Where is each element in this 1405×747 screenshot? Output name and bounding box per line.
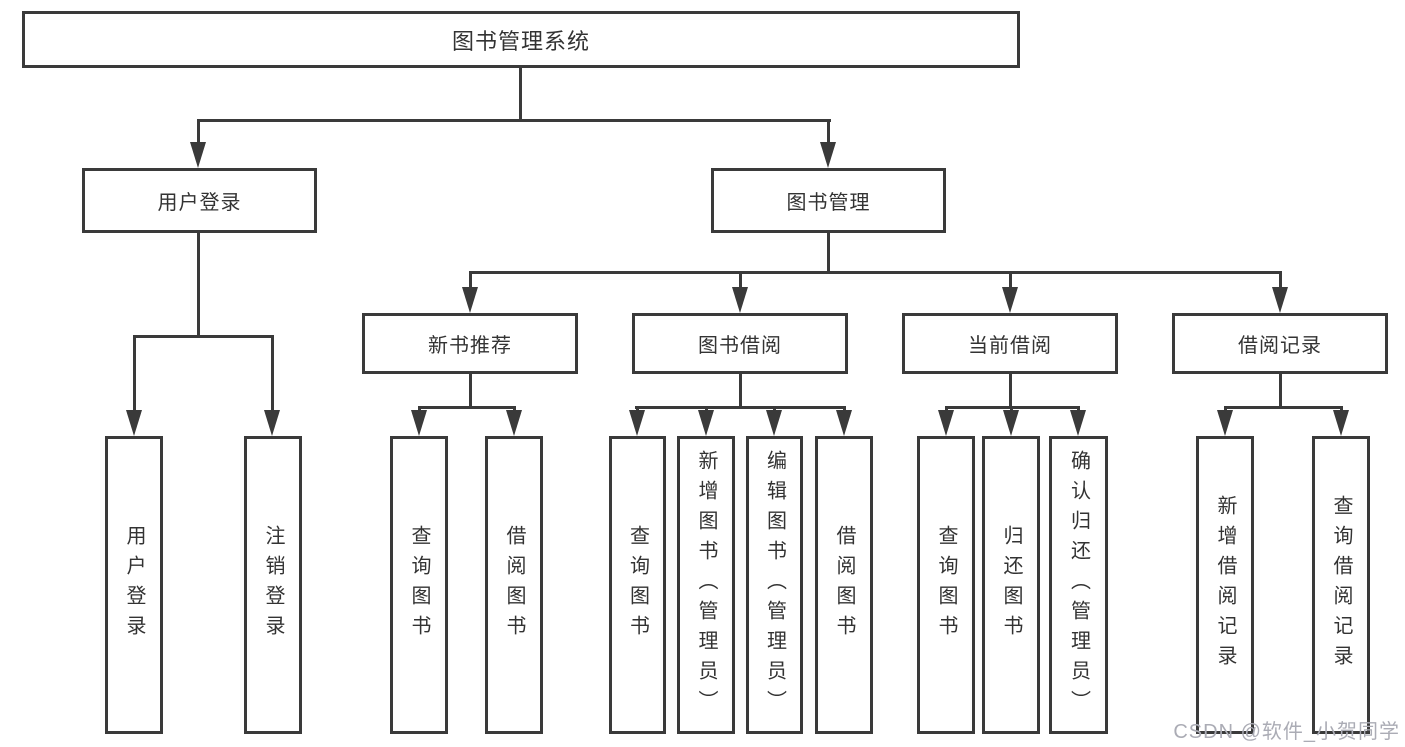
leaf-recommend-borrow-books: 借阅图书	[485, 436, 543, 734]
arrowhead-icon	[732, 287, 748, 313]
edge-mgmt-split	[469, 271, 1282, 274]
edge-records-split	[1224, 406, 1343, 409]
leaf-label: 新增借阅记录	[1214, 495, 1236, 675]
arrowhead-icon	[1070, 410, 1086, 436]
edge-borrow-trunk	[739, 374, 742, 407]
edge-drop-leaf-logout	[271, 335, 274, 412]
leaf-label: 编辑图书（管理员）	[763, 450, 786, 720]
arrowhead-icon	[766, 410, 782, 436]
edge-records-trunk	[1279, 374, 1282, 407]
leaf-label: 注销登录	[262, 525, 284, 645]
edge-drop-user-login	[197, 119, 200, 144]
arrowhead-icon	[836, 410, 852, 436]
arrowhead-icon	[1272, 287, 1288, 313]
arrowhead-icon	[506, 410, 522, 436]
arrowhead-icon	[1217, 410, 1233, 436]
arrowhead-icon	[1002, 287, 1018, 313]
arrowhead-icon	[1333, 410, 1349, 436]
csdn-watermark: CSDN @软件_小贺同学	[1173, 721, 1400, 743]
node-label: 图书管理系统	[451, 28, 590, 54]
arrowhead-icon	[190, 142, 206, 168]
leaf-recommend-query-books: 查询图书	[390, 436, 448, 734]
arrowhead-icon	[126, 410, 142, 436]
leaf-label: 查询图书	[626, 525, 649, 645]
node-borrow-records: 借阅记录	[1172, 313, 1388, 374]
node-book-borrow: 图书借阅	[632, 313, 848, 374]
edge-recommend-split	[418, 406, 516, 409]
leaf-label: 确认归还（管理员）	[1067, 450, 1090, 720]
leaf-current-return-books: 归还图书	[982, 436, 1040, 734]
arrowhead-icon	[938, 410, 954, 436]
node-label: 借阅记录	[1238, 335, 1322, 357]
leaf-label: 查询图书	[935, 525, 957, 645]
leaf-current-confirm-return-admin: 确认归还（管理员）	[1049, 436, 1108, 734]
edge-drop-leaf-user-login	[133, 335, 136, 412]
edge-mgmt-trunk	[827, 233, 830, 271]
arrowhead-icon	[1003, 410, 1019, 436]
leaf-user-login: 用户登录	[105, 436, 163, 734]
node-book-management: 图书管理	[711, 168, 946, 233]
node-label: 图书管理	[786, 192, 871, 214]
arrowhead-icon	[411, 410, 427, 436]
node-root-library-system: 图书管理系统	[22, 11, 1020, 68]
edge-drop-current	[1009, 271, 1012, 289]
edge-borrow-split	[635, 406, 846, 409]
leaf-label: 借阅图书	[833, 525, 855, 645]
leaf-current-query-books: 查询图书	[917, 436, 975, 734]
leaf-borrow-query-books: 查询图书	[609, 436, 666, 734]
leaf-records-query-record: 查询借阅记录	[1312, 436, 1370, 734]
arrowhead-icon	[820, 142, 836, 168]
edge-root-split	[197, 119, 831, 122]
edge-drop-recommend	[469, 271, 472, 289]
leaf-label: 查询图书	[408, 525, 430, 645]
edge-drop-book-mgmt	[827, 119, 830, 144]
edge-drop-borrow	[739, 271, 742, 289]
leaf-logout: 注销登录	[244, 436, 302, 734]
leaf-borrow-borrow-books: 借阅图书	[815, 436, 873, 734]
edge-current-trunk	[1009, 374, 1012, 407]
edge-drop-records	[1279, 271, 1282, 289]
arrowhead-icon	[698, 410, 714, 436]
node-label: 图书借阅	[698, 335, 782, 357]
arrowhead-icon	[629, 410, 645, 436]
arrowhead-icon	[462, 287, 478, 313]
leaf-label: 归还图书	[1000, 525, 1022, 645]
edge-recommend-trunk	[469, 374, 472, 407]
node-label: 用户登录	[157, 192, 242, 214]
edge-user-trunk	[197, 233, 200, 335]
edge-root-trunk	[519, 68, 522, 119]
leaf-label: 借阅图书	[503, 525, 525, 645]
node-label: 当前借阅	[968, 335, 1052, 357]
leaf-borrow-add-books-admin: 新增图书（管理员）	[677, 436, 735, 734]
leaf-records-add-record: 新增借阅记录	[1196, 436, 1254, 734]
edge-user-split	[133, 335, 274, 338]
leaf-label: 用户登录	[123, 525, 145, 645]
leaf-borrow-edit-books-admin: 编辑图书（管理员）	[746, 436, 803, 734]
node-user-login: 用户登录	[82, 168, 317, 233]
node-label: 新书推荐	[428, 335, 512, 357]
node-new-book-recommend: 新书推荐	[362, 313, 578, 374]
leaf-label: 查询借阅记录	[1330, 495, 1352, 675]
node-current-borrow: 当前借阅	[902, 313, 1118, 374]
arrowhead-icon	[264, 410, 280, 436]
leaf-label: 新增图书（管理员）	[695, 450, 717, 720]
